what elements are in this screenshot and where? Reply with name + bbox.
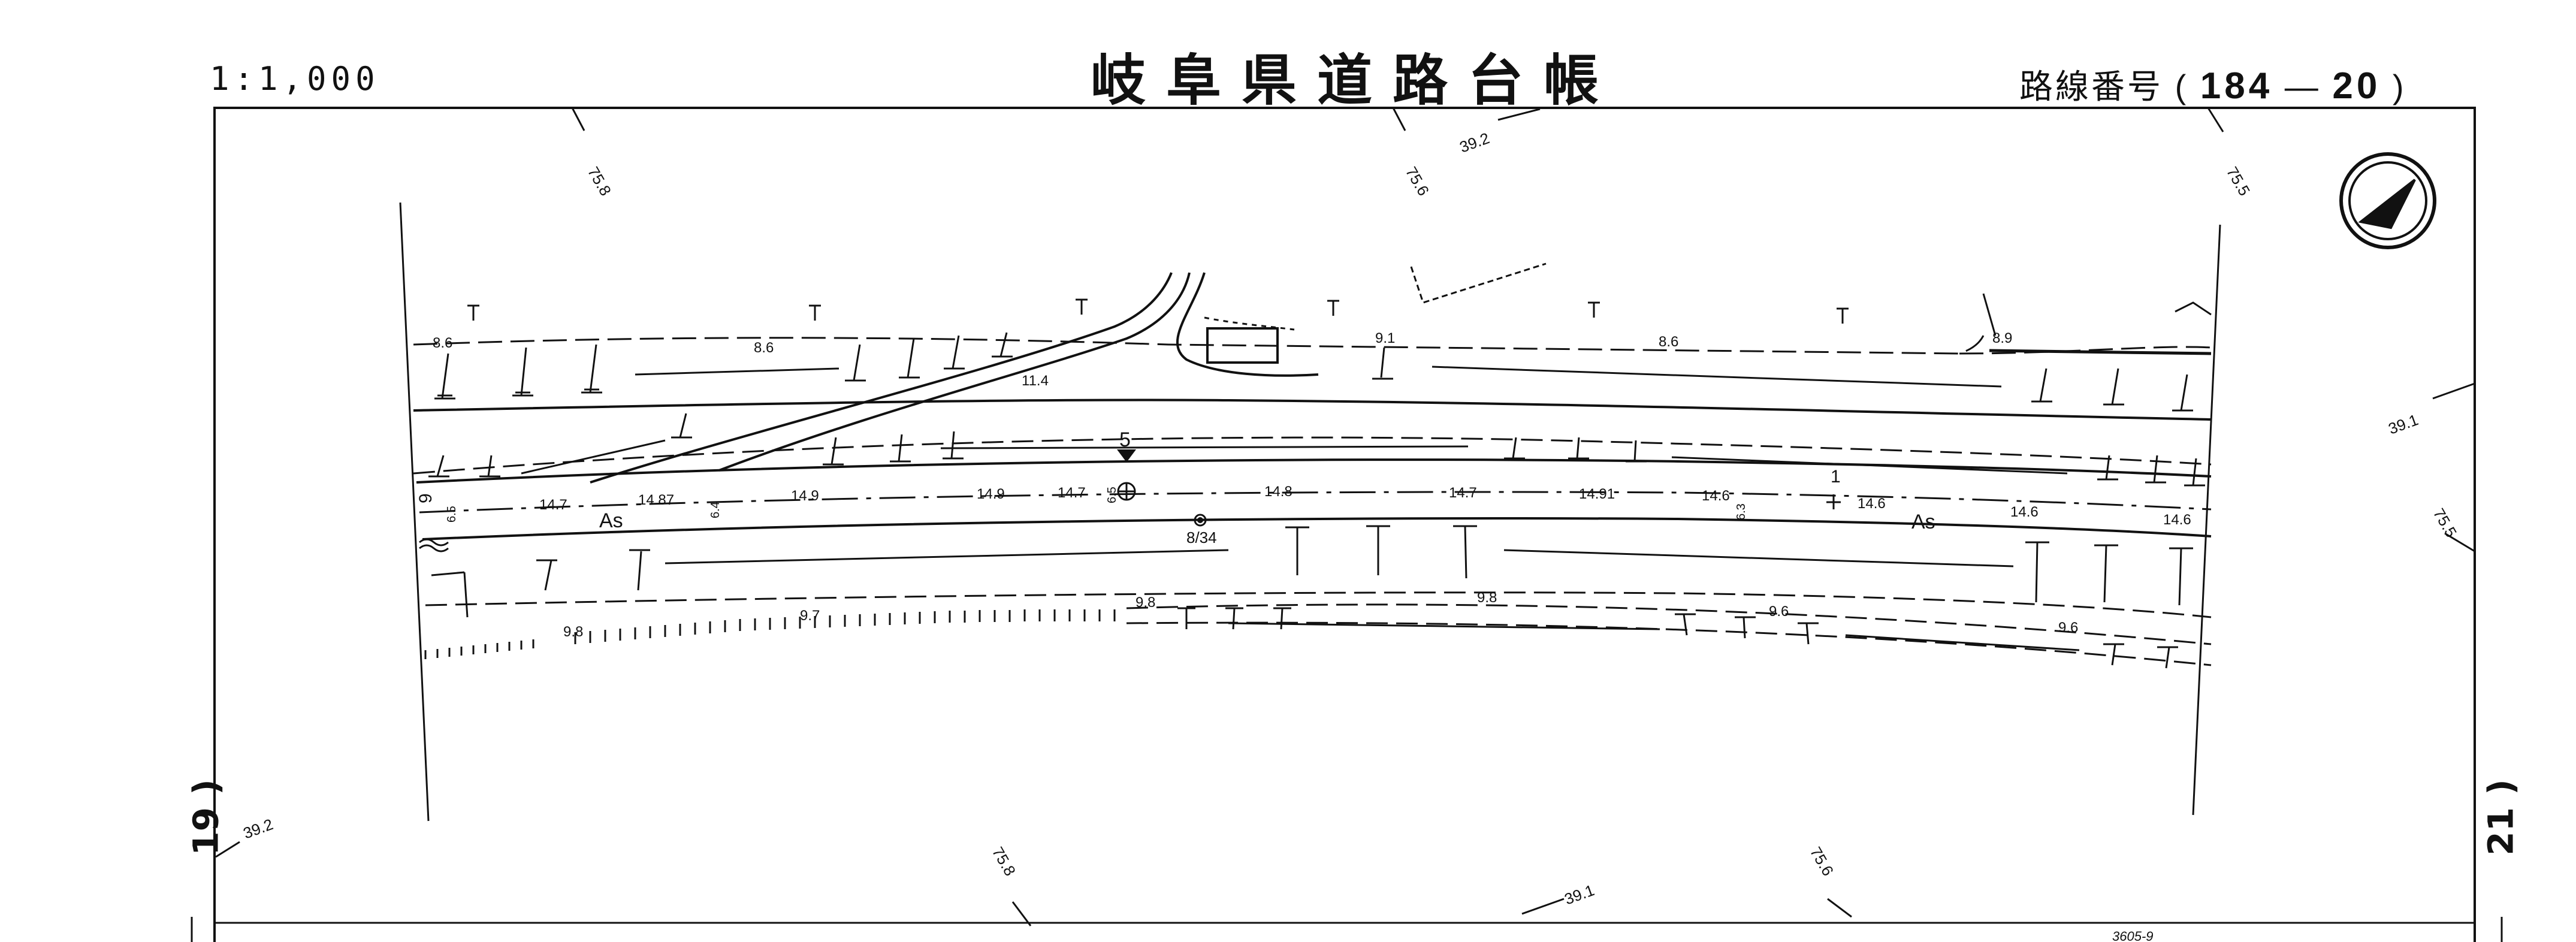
route-separator: —	[2284, 68, 2321, 105]
elevation-label: 9.1	[1375, 330, 1395, 346]
building-outline	[1206, 327, 1279, 364]
elevation-label: 8.6	[754, 340, 774, 356]
elevation-label: 8.6	[1659, 334, 1678, 350]
elevation-label: 9.6	[2058, 620, 2078, 636]
benchmark-mark	[1194, 514, 1207, 527]
road-centerline	[419, 491, 2212, 514]
elevation-label: 14.9	[977, 486, 1005, 502]
slope-hatching-south	[431, 525, 2193, 669]
structure-outline	[1410, 262, 1547, 304]
adjacent-map-ref: 3605-9	[2112, 929, 2154, 942]
south-boundary	[1126, 603, 2212, 645]
edge-note: 9	[416, 493, 436, 503]
contour-label: 75.5	[2223, 164, 2254, 199]
north-lane-edge	[413, 436, 2212, 475]
contour-label: 39.1	[2386, 410, 2421, 438]
contour-label: 75.8	[584, 164, 615, 199]
contour-label: 75.8	[989, 844, 1019, 879]
route-number-label: 路線番号 ( 184 — 20 )	[2019, 65, 2406, 107]
contour-label: 75.5	[2430, 505, 2460, 541]
north-arrow-icon	[2339, 152, 2436, 249]
elevation-label: 8.6	[433, 335, 452, 351]
side-road-edge-a	[590, 272, 1173, 484]
surface-type-label: As	[599, 509, 623, 532]
elevation-label: 14.9	[791, 488, 819, 504]
contour-label: 39.2	[241, 815, 276, 843]
road-edge-south	[422, 517, 2212, 541]
contour-ticks	[215, 107, 2475, 926]
south-edge-ticks	[424, 609, 1116, 659]
slope-hatching-north	[428, 332, 2205, 487]
elevation-label: 14.6	[2163, 512, 2191, 528]
width-label: 5	[1119, 428, 1131, 451]
contour-label: 39.2	[1457, 129, 1492, 156]
elevation-label: 14.7	[1449, 485, 1477, 501]
elevation-label: 9.6	[1769, 603, 1789, 620]
contour-label: 75.6	[1402, 164, 1433, 199]
direction-marker	[1117, 449, 1136, 463]
surface-type-label: As	[1911, 511, 1935, 533]
map-title: 岐阜県道路台帳	[1091, 49, 1620, 113]
elevation-label: 14.8	[1264, 484, 1292, 500]
elevation-label: 14.87	[638, 492, 674, 508]
dimension-label: 6.5	[1106, 487, 1119, 503]
edge-note: 6.5	[445, 506, 458, 523]
elevation-label: 9.7	[800, 608, 820, 624]
side-road-edge-b	[718, 272, 1191, 472]
road-edge-north	[416, 458, 2212, 484]
contour-label: 39.1	[1562, 881, 1597, 908]
tree-symbols	[467, 298, 1849, 324]
route-label: 路線番号	[2019, 68, 2163, 105]
contour-label: 75.6	[1807, 844, 1837, 879]
map-frame	[213, 107, 2476, 942]
dimension-arrows	[521, 366, 2080, 651]
elevation-label: 8.9	[1992, 330, 2012, 346]
elevation-label: 14.7	[539, 497, 567, 513]
sheet-number: 20	[2332, 65, 2381, 107]
benchmark-label: 8/34	[1186, 529, 1217, 547]
elevation-label: 14.6	[1858, 496, 1886, 512]
elevation-label: 14.6	[1702, 488, 1730, 504]
side-road-edge-c	[1176, 272, 1319, 377]
scale-label: 1:1,000	[210, 60, 380, 98]
dimension-label: 6.3	[1735, 503, 1748, 520]
elevation-label: 9.8	[563, 624, 583, 640]
elevation-label: 9.8	[1136, 594, 1155, 611]
elevation-label: 14.7	[1058, 485, 1086, 501]
north-boundary	[413, 335, 1985, 355]
elevation-label: 9.8	[1477, 590, 1497, 606]
section-start-line	[399, 202, 430, 822]
section-end-line	[2192, 224, 2221, 816]
road-note: 1	[1831, 467, 1841, 487]
elevation-label: 14.91	[1579, 486, 1615, 502]
elevation-label: 11.4	[1022, 373, 1049, 389]
elevation-label: 14.6	[2010, 504, 2039, 520]
route-number: 184	[2200, 65, 2273, 107]
fence-line	[1989, 349, 2212, 355]
north-curb	[413, 398, 2212, 421]
dimension-label: 6.4	[709, 502, 722, 518]
south-lane-edge	[425, 591, 2212, 618]
